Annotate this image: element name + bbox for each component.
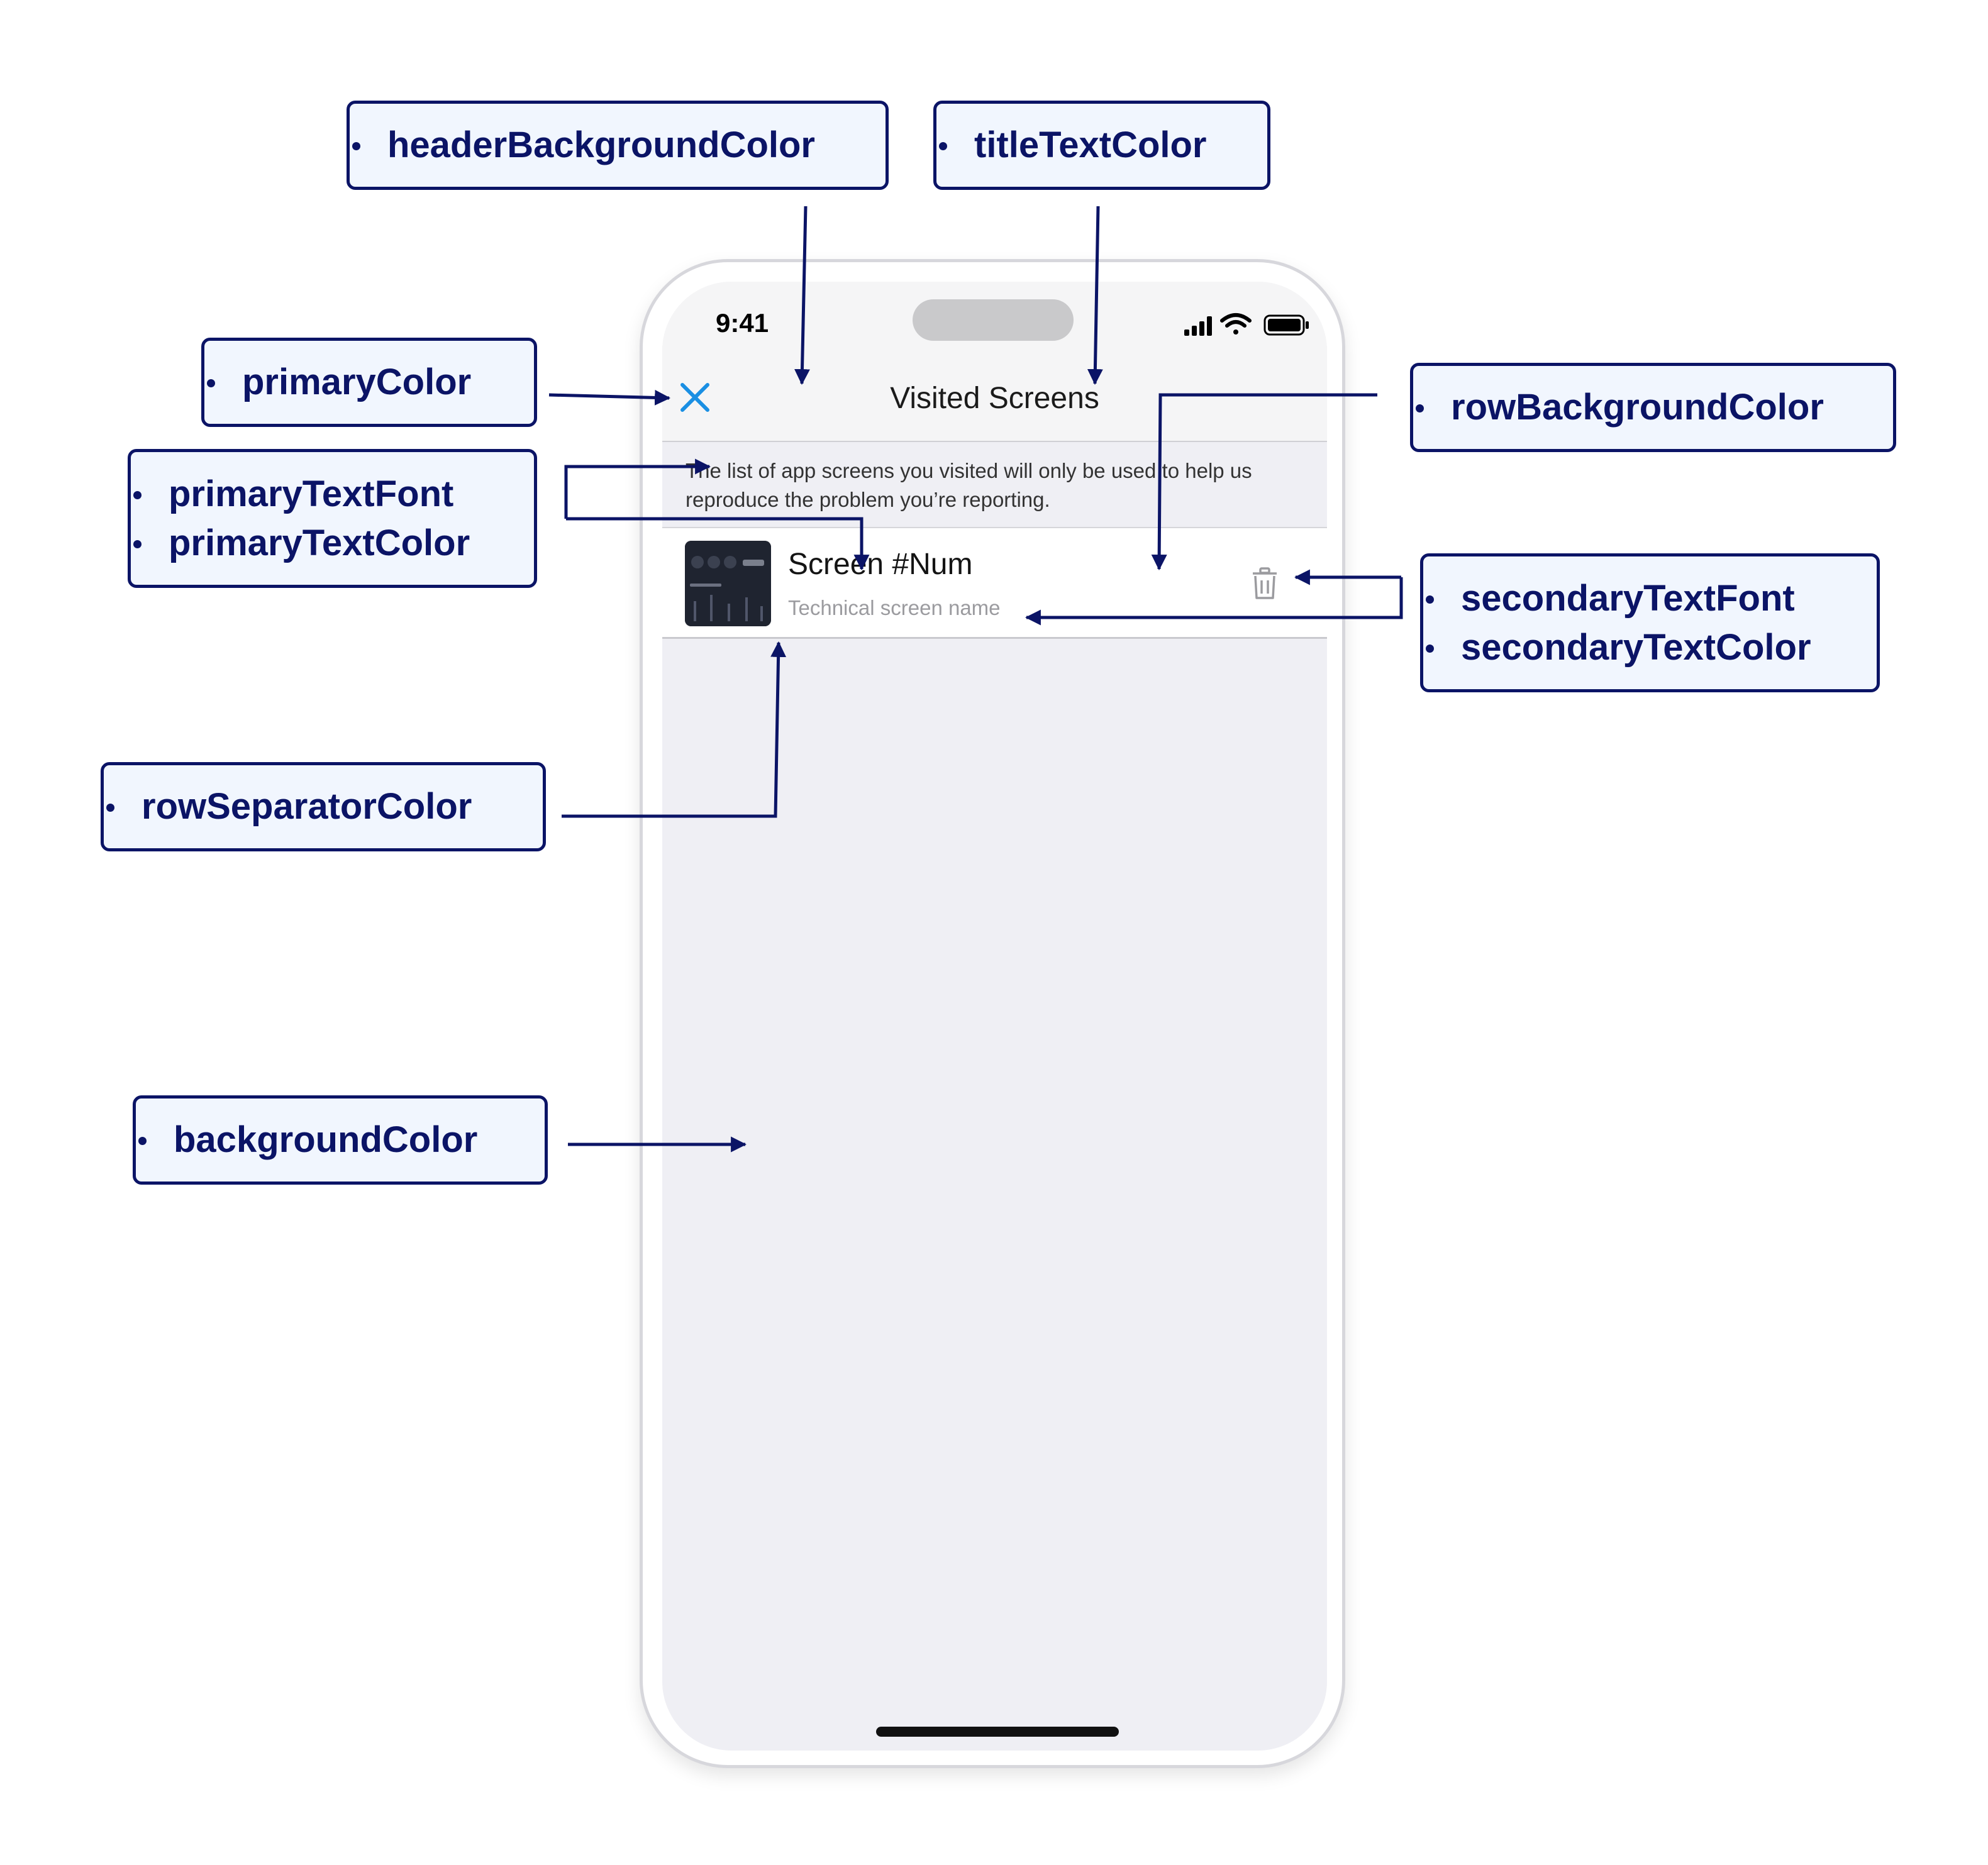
- thumbnail-graphic: [685, 541, 771, 626]
- page-title: Visited Screens: [890, 382, 1099, 415]
- callout-label: rowBackgroundColor: [1416, 383, 1874, 432]
- callout-label: rowSeparatorColor: [106, 782, 524, 831]
- callout-label: primaryTextColor: [133, 519, 515, 568]
- callout-label: titleTextColor: [939, 121, 1248, 170]
- signal-icon: [1184, 316, 1212, 336]
- arrow-row-background-color: [1151, 393, 1377, 571]
- header-separator: [662, 441, 1327, 442]
- callout-label: primaryTextFont: [133, 470, 515, 519]
- arrow-primary-text-color: [566, 517, 870, 571]
- arrow-primary-color: [548, 389, 671, 406]
- row-subtitle: Technical screen name: [788, 596, 1001, 619]
- trash-icon[interactable]: [1251, 567, 1279, 600]
- wifi-icon: [1220, 313, 1252, 335]
- callout-row-background-color: rowBackgroundColor: [1410, 363, 1896, 452]
- battery-icon: [1263, 314, 1309, 336]
- close-icon[interactable]: [676, 379, 714, 416]
- dynamic-island: [913, 299, 1074, 341]
- callout-header-background-color: headerBackgroundColor: [347, 101, 889, 190]
- home-indicator: [876, 1727, 1119, 1737]
- header: 9:41 Visited Screens: [662, 282, 1327, 442]
- status-icons: [1184, 313, 1309, 336]
- callout-label: primaryColor: [207, 358, 515, 407]
- hint-text: The list of app screens you visited will…: [686, 459, 1252, 511]
- callout-label: secondaryTextColor: [1426, 623, 1858, 672]
- screen-thumbnail: [685, 541, 771, 626]
- callout-label: headerBackgroundColor: [352, 121, 867, 170]
- callout-label: secondaryTextFont: [1426, 574, 1858, 623]
- callout-primary-color: primaryColor: [201, 338, 537, 427]
- callout-row-separator-color: rowSeparatorColor: [101, 762, 546, 851]
- arrow-header-background-color: [794, 206, 810, 385]
- arrow-title-text-color: [1087, 206, 1103, 385]
- callout-primary-text: primaryTextFont primaryTextColor: [128, 449, 537, 588]
- arrow-primary-text-font: [564, 458, 711, 519]
- status-time: 9:41: [716, 308, 769, 338]
- list-item[interactable]: Screen #Num Technical screen name: [662, 527, 1327, 639]
- callout-background-color: backgroundColor: [133, 1095, 548, 1185]
- arrow-secondary-text-font: [1025, 577, 1403, 626]
- callout-title-text-color: titleTextColor: [933, 101, 1270, 190]
- row-title: Screen #Num: [788, 548, 973, 581]
- phone-screen: 9:41 Visited Screens: [662, 282, 1327, 1751]
- callout-label: backgroundColor: [138, 1115, 526, 1165]
- callout-secondary-text: secondaryTextFont secondaryTextColor: [1420, 553, 1880, 692]
- arrow-row-separator-color: [562, 641, 787, 818]
